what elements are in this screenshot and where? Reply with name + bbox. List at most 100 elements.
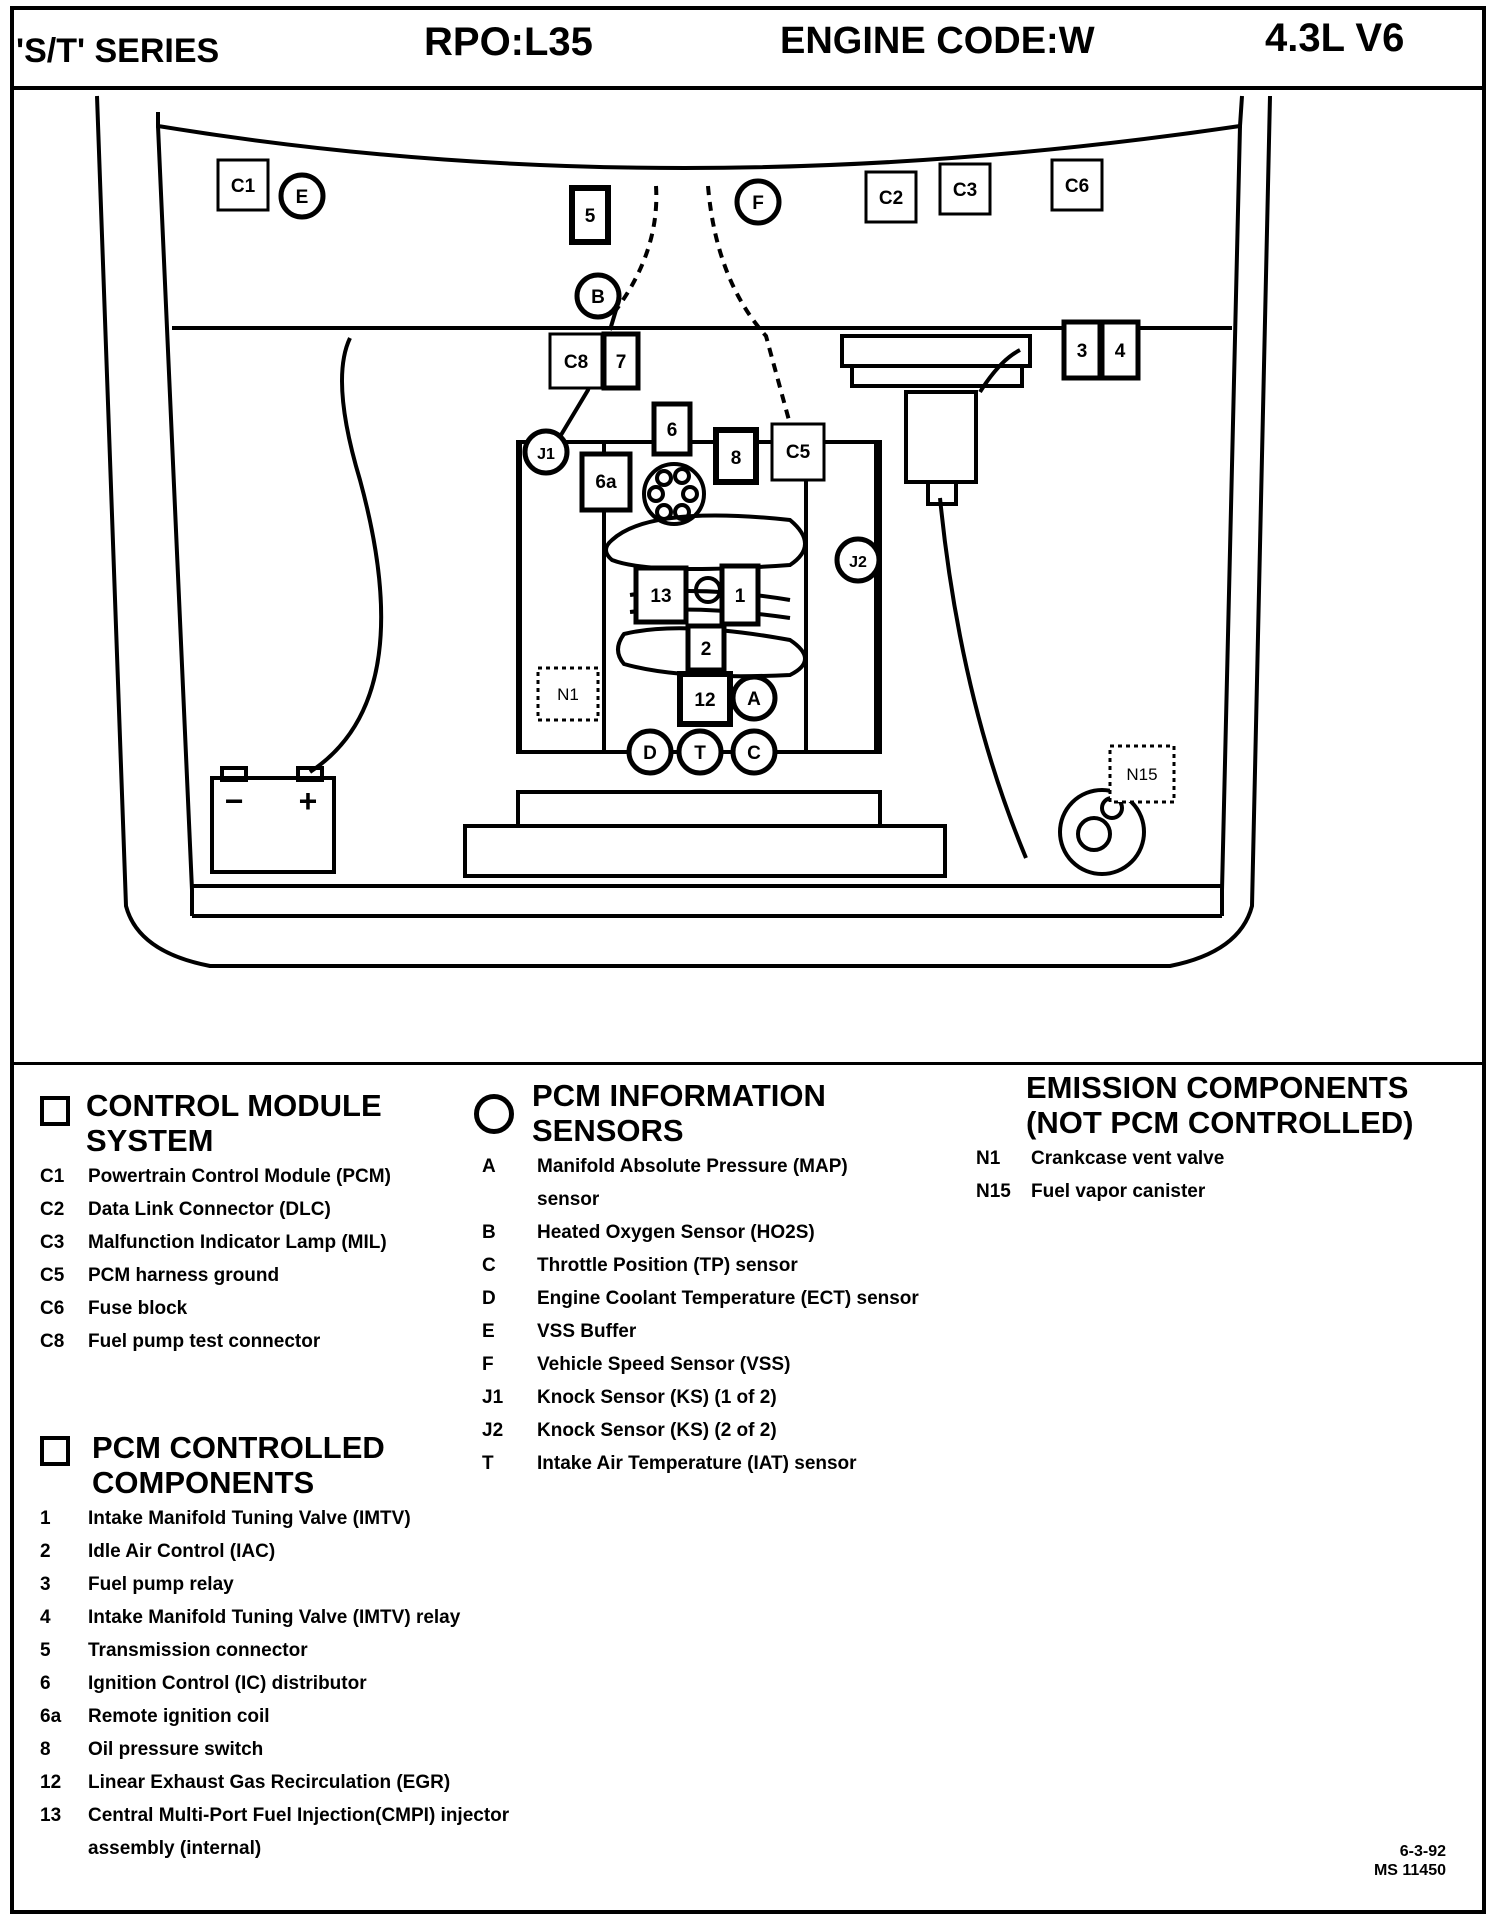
legend-item-code: A <box>482 1155 496 1177</box>
comp-12-box <box>677 671 733 727</box>
legend-item: J2 Knock Sensor (KS) (2 of 2) <box>482 1414 919 1447</box>
battery-post-neg <box>220 766 248 782</box>
radiator-cap-base <box>850 364 1024 388</box>
legend-item-label: Fuse block <box>88 1297 188 1319</box>
canister-hose <box>938 497 1028 859</box>
label-b: B <box>591 287 605 308</box>
drawing-number: MS 11450 <box>1373 1862 1446 1879</box>
legend-item-label: Crankcase vent valve <box>1031 1147 1225 1169</box>
label-n1: N1 <box>557 685 579 704</box>
battery-plus: + <box>299 783 318 819</box>
header-bar: 'S/T' SERIES RPO:L35 ENGINE CODE:W 4.3L … <box>10 6 1486 90</box>
legend-item-code: 12 <box>40 1771 62 1793</box>
legend-item: 6 Ignition Control (IC) distributor <box>40 1667 509 1700</box>
label-3: 3 <box>1077 341 1088 362</box>
legend-item-code: J2 <box>482 1419 504 1441</box>
legend-item-label: VSS Buffer <box>537 1320 637 1342</box>
legend-item-label: Central Multi-Port Fuel Injection(CMPI) … <box>88 1804 510 1826</box>
label-c2: C2 <box>879 188 903 209</box>
legend-item-code: 3 <box>40 1573 51 1595</box>
fuel-filter-body <box>904 390 978 484</box>
legend-item-label: Powertrain Control Module (PCM) <box>88 1165 391 1187</box>
right-inner-wall <box>1220 125 1242 916</box>
rpo-code: RPO:L35 <box>424 20 593 64</box>
cowl-line <box>156 95 1244 170</box>
label-c8: C8 <box>564 352 588 373</box>
label-j1: J1 <box>537 446 555 463</box>
sensor-c-circle <box>730 728 778 776</box>
legend-item: A Manifold Absolute Pressure (MAP) <box>482 1150 919 1183</box>
sensor-d-circle <box>626 728 674 776</box>
sensor-t-circle <box>676 728 724 776</box>
legend-item-code: N15 <box>976 1180 1011 1202</box>
label-c6: C6 <box>1065 176 1089 197</box>
legend-item-label: Knock Sensor (KS) (2 of 2) <box>537 1419 777 1441</box>
legend-item-label: Fuel vapor canister <box>1031 1180 1206 1202</box>
legend-item-label: Remote ignition coil <box>88 1705 270 1727</box>
legend-item: C1 Powertrain Control Module (PCM) <box>40 1160 391 1193</box>
legend-item-label: Throttle Position (TP) sensor <box>537 1254 798 1276</box>
legend-item-code: 8 <box>40 1738 51 1760</box>
comp-4-box <box>1099 319 1141 381</box>
sensor-a-circle <box>730 674 778 722</box>
legend-item-code: 13 <box>40 1804 62 1826</box>
legend-item-label: Manifold Absolute Pressure (MAP) <box>537 1155 848 1177</box>
label-c5: C5 <box>786 442 811 463</box>
n1-box <box>536 666 600 722</box>
legend-item-label: Fuel pump test connector <box>88 1330 321 1352</box>
legend-item-code: J1 <box>482 1386 504 1408</box>
legend-item-code: 1 <box>40 1507 51 1529</box>
legend-item-code: 5 <box>40 1639 51 1661</box>
legend-item-label: Fuel pump relay <box>88 1573 234 1595</box>
legend-item-label: Data Link Connector (DLC) <box>88 1198 331 1220</box>
legend-item-label: Transmission connector <box>88 1639 308 1661</box>
legend-item-code: C6 <box>40 1297 65 1319</box>
legend-item-label: Ignition Control (IC) distributor <box>88 1672 367 1694</box>
legend-item-code: C1 <box>40 1165 65 1187</box>
legend-item-code: T <box>482 1452 494 1474</box>
label-2: 2 <box>701 639 712 660</box>
legend-item-label: Intake Manifold Tuning Valve (IMTV) rela… <box>88 1606 461 1628</box>
n15-box <box>1108 744 1176 804</box>
control-module-title: CONTROL MODULE SYSTEM <box>86 1088 382 1158</box>
comp-2-box <box>685 623 727 673</box>
left-inner-wall <box>156 125 194 916</box>
comp-5-box <box>569 185 611 245</box>
legend-item-label: Engine Coolant Temperature (ECT) sensor <box>537 1287 919 1309</box>
drawing-id: 6-3-92 MS 11450 <box>1374 1842 1446 1880</box>
fuel-filter-end <box>926 480 958 506</box>
distributor-cap <box>642 462 706 526</box>
page-frame <box>10 6 1486 1914</box>
comp-1-box <box>719 563 761 627</box>
legend-item: 13 Central Multi-Port Fuel Injection(CMPI… <box>40 1799 509 1832</box>
battery-cable <box>308 337 384 774</box>
legend-item-code: C8 <box>40 1330 65 1352</box>
legend-item: sensor <box>482 1183 919 1216</box>
legend-item-label: Malfunction Indicator Lamp (MIL) <box>88 1231 387 1253</box>
sensor-b-circle <box>574 272 622 320</box>
square-legend-icon <box>40 1096 70 1126</box>
engine-code: ENGINE CODE:W <box>780 20 1095 62</box>
legend-item-label: Idle Air Control (IAC) <box>88 1540 276 1562</box>
comp-8-box <box>713 427 759 485</box>
label-c3: C3 <box>953 180 977 201</box>
label-e: E <box>296 187 309 208</box>
label-12: 12 <box>694 690 715 711</box>
transmission-upper <box>516 790 882 828</box>
legend-item-code: 6 <box>40 1672 51 1694</box>
square-legend-icon <box>40 1436 70 1466</box>
engine-compartment-diagram: C1 C2 C3 C6 5 C8 7 3 4 6 6a 8 C5 13 1 2 … <box>95 95 1272 968</box>
intake-right <box>804 442 878 752</box>
